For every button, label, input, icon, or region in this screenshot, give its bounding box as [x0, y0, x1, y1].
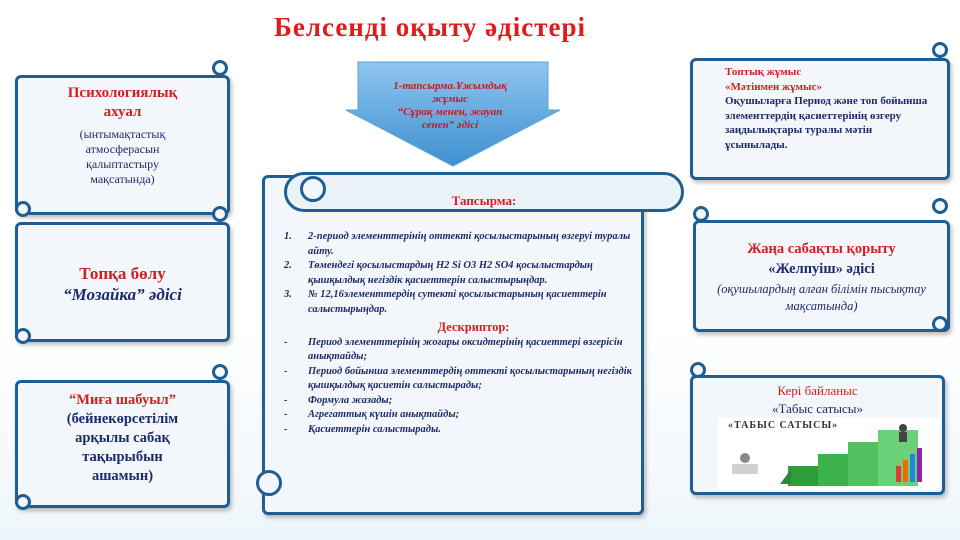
descriptor-label: Дескриптор:: [437, 320, 510, 334]
descriptor-item: -Период бойынша элементтердің оттекті қо…: [284, 365, 632, 392]
page-title: Белсенді оқыту әдістері: [274, 12, 586, 42]
task-header-bar: Тапсырма:: [284, 172, 684, 212]
scroll-psychology: Психологиялық ахуал (ынтымақтастық атмос…: [15, 75, 230, 215]
descriptor-item: -Период элементтерінің жоғары оксидтерін…: [284, 336, 623, 363]
brainstorm-sub-1: (бейнекөрсетілім: [66, 411, 179, 427]
text-work-method: «Мәтінмен жұмыс»: [725, 80, 822, 93]
success-ladder-image: «ТАБЫС САТЫСЫ»: [718, 418, 940, 490]
brainstorm-sub-3: тақырыбын: [82, 449, 163, 465]
scroll-curl-icon: [15, 201, 31, 217]
success-ladder-caption: «ТАБЫС САТЫСЫ»: [728, 420, 839, 431]
descriptor-item: - Қасиеттерін салыстырады.: [284, 423, 441, 435]
scroll-curl-icon: [15, 328, 31, 344]
down-arrow-icon: [345, 61, 560, 167]
scroll-curl-icon: [693, 206, 709, 222]
scroll-summary: Жаңа сабақты қорыту «Желпуіш» әдісі (оқу…: [693, 220, 950, 332]
summary-sub: (оқушылардың алған білімін пысықтау мақс…: [717, 282, 926, 313]
psychology-sub-4: мақсатында): [90, 172, 155, 186]
psychology-sub-2: атмосферасын: [85, 142, 160, 156]
mosaic-method: “Мозайка” әдісі: [63, 285, 182, 304]
arrow-line-4: сенен” әдісі: [421, 119, 479, 131]
scroll-group-work: Топтық жұмыс «Мәтінмен жұмыс» Оқушыларға…: [690, 58, 950, 180]
arrow-label: 1-тапсырма.Ұжымдық жұмыс “Сұрақ менен, ж…: [360, 80, 540, 132]
psychology-title-1: Психологиялық: [67, 85, 178, 101]
psychology-sub-1: (ынтымақтастық: [79, 127, 166, 141]
descriptor-item: -Агрегаттық күшін анықтайды;: [284, 409, 460, 420]
success-ladder-method: «Табыс сатысы»: [771, 401, 864, 416]
task-item: 3.№ 12,16элементтердің сутекті қосылыста…: [284, 289, 607, 315]
group-work-body: Оқушыларға Период және топ бойынша элеме…: [725, 95, 928, 151]
scroll-curl-icon: [15, 494, 31, 510]
task-item: 2.Төмендегі қосылыстардың H2 Si O3 H2 SO…: [284, 260, 593, 286]
scroll-curl-icon: [932, 316, 948, 332]
arrow-line-3: “Сұрақ менен, жауап: [397, 106, 503, 118]
task-item: 1.2-период элементтерінің оттекті қосылы…: [284, 231, 631, 257]
scroll-curl-icon: [300, 176, 326, 202]
scroll-curl-icon: [932, 42, 948, 58]
fan-method: «Желпуіш» әдісі: [768, 261, 875, 277]
brainstorm-title: “Миға шабуыл”: [69, 392, 176, 408]
task-list: 1.2-период элементтерінің оттекті қосылы…: [284, 230, 639, 437]
psychology-sub-3: қалыптастыру: [86, 157, 159, 171]
feedback-title: Кері байланыс: [777, 383, 858, 398]
scroll-brainstorm: “Миға шабуыл” (бейнекөрсетілім арқылы са…: [15, 380, 230, 508]
scroll-curl-icon: [212, 60, 228, 76]
scroll-curl-icon: [932, 198, 948, 214]
scroll-curl-icon: [212, 364, 228, 380]
brainstorm-sub-2: арқылы сабақ: [75, 430, 170, 446]
stairs-icon: [732, 424, 922, 486]
scroll-curl-icon: [256, 470, 282, 496]
arrow-line-2: жұмыс: [431, 93, 469, 105]
groups-title: Топқа бөлу: [79, 264, 166, 283]
scroll-curl-icon: [690, 362, 706, 378]
psychology-title-2: ахуал: [103, 104, 142, 120]
brainstorm-sub-4: ашамын): [91, 468, 154, 484]
summary-title: Жаңа сабақты қорыту: [747, 241, 896, 257]
task-header: Тапсырма:: [451, 193, 517, 208]
scroll-curl-icon: [212, 206, 228, 222]
group-work-title: Топтық жұмыс: [725, 66, 802, 78]
arrow-line-1: 1-тапсырма.Ұжымдық: [393, 80, 507, 92]
descriptor-item: -Формула жазады;: [284, 394, 393, 406]
scroll-groups: Топқа бөлу “Мозайка” әдісі: [15, 222, 230, 342]
